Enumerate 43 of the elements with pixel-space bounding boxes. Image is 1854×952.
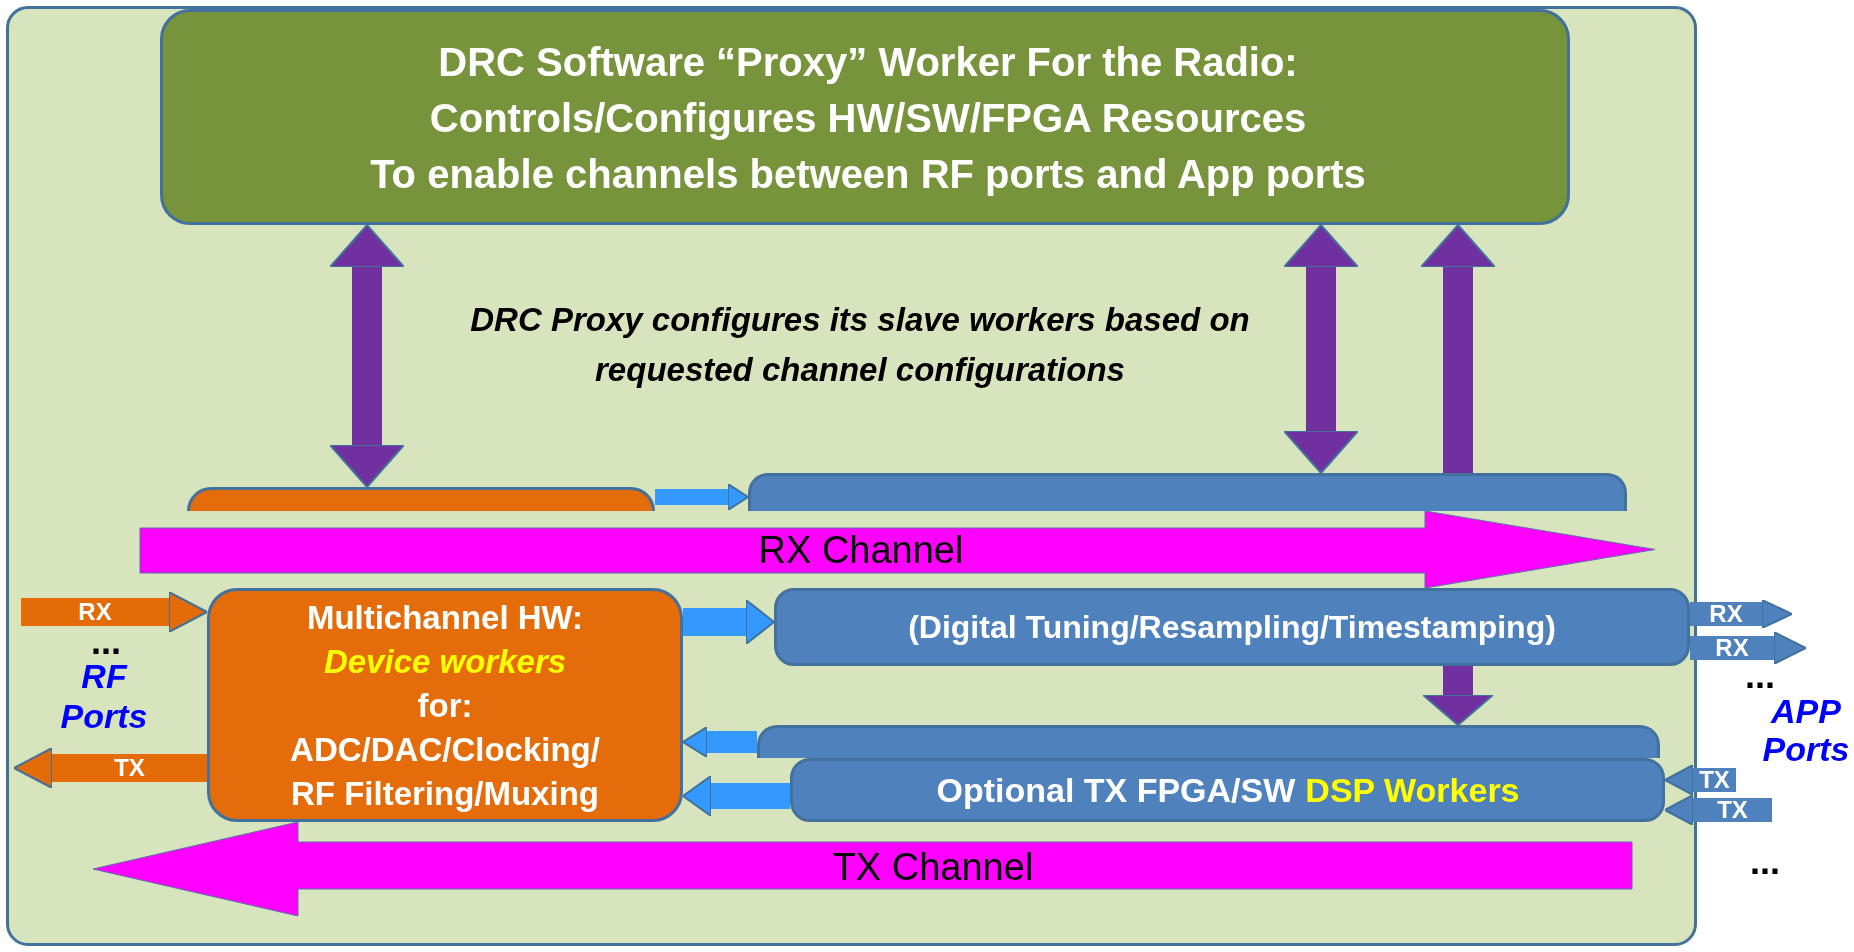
arrow: [655, 483, 749, 511]
edge-label: TX: [114, 756, 145, 780]
box-text: Device workers: [323, 642, 567, 682]
box-heading: Multichannel HW:: [306, 598, 584, 638]
edge-label: RX: [1715, 636, 1749, 660]
edge-label: RX: [1709, 602, 1743, 626]
arrow: [683, 599, 775, 645]
arrow: [682, 726, 757, 758]
dsp-box: [790, 758, 1665, 822]
box-text: (Digital Tuning/Resampling/Timestamping): [908, 608, 1556, 647]
stacked-card: [748, 473, 1627, 511]
hardware-box: [207, 588, 683, 822]
arrow: [13, 747, 207, 789]
edge-label: RX: [78, 600, 112, 624]
box-text: Optional TX FPGA/SW: [936, 770, 1296, 811]
arrow: [1690, 599, 1793, 629]
arrow: [329, 224, 405, 488]
control-box: [160, 9, 1570, 225]
arrow: [1283, 224, 1359, 474]
arrow: [1664, 794, 1772, 826]
stacked-card: [757, 725, 1660, 758]
stacked-card: [187, 487, 655, 511]
box-text: Controls/Configures HW/SW/FPGA Resources: [429, 95, 1307, 142]
arrow: [1664, 764, 1736, 796]
box-text: for: ADC/DAC/Clocking/ RF Filtering/Muxing: [289, 686, 601, 814]
dsp-box: [774, 588, 1690, 666]
block-arrow: [140, 511, 1655, 588]
arrow: [1690, 631, 1807, 665]
arrow: [682, 775, 790, 817]
arrow: [1422, 666, 1494, 726]
annotation-text: DRC Proxy configures its slave workers based on requested channel configurations: [469, 300, 1251, 390]
ellipsis: ...: [1749, 844, 1781, 880]
box-text: DSP Workers: [1305, 770, 1520, 811]
box-heading: DRC Software “Proxy” Worker For the Radio:: [438, 39, 1298, 86]
box-text: RX Channel: [758, 528, 964, 572]
edge-label: TX: [1699, 768, 1730, 792]
arrow: [21, 591, 208, 633]
port-group-label: APP Ports: [1761, 692, 1851, 768]
box-text: TX Channel: [832, 845, 1034, 889]
ellipsis: ...: [1745, 658, 1776, 694]
box-text: To enable channels between RF ports and App ports: [370, 151, 1366, 198]
edge-label: TX: [1717, 798, 1748, 822]
block-arrow: [93, 822, 1632, 916]
